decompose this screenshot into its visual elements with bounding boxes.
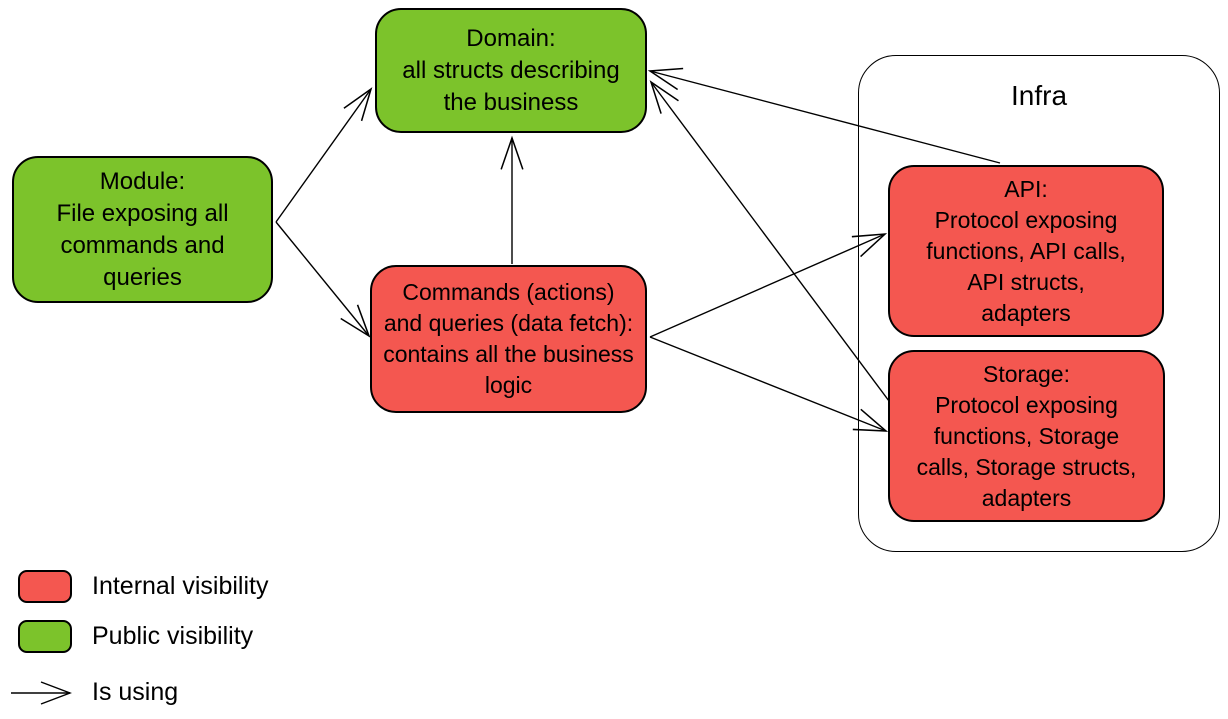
- legend-item-internal: Internal visibility: [18, 570, 268, 603]
- infra-label: Infra: [1010, 80, 1068, 111]
- edge-commands-uses-api: [649, 233, 888, 338]
- is-using-arrow-icon: [11, 680, 72, 705]
- node-module: Module: File exposing all commands and q…: [12, 156, 273, 303]
- legend-item-is-using: Is using: [10, 678, 178, 707]
- edge-module-uses-commands: [275, 221, 371, 338]
- node-api: API: Protocol exposing functions, API ca…: [888, 165, 1164, 337]
- edge-module-uses-domain: [275, 87, 373, 223]
- node-commands-queries: Commands (actions) and queries (data fet…: [370, 265, 647, 413]
- legend-label-is-using: Is using: [92, 678, 179, 706]
- legend-label-internal: Internal visibility: [92, 572, 269, 600]
- legend-label-public: Public visibility: [92, 622, 254, 650]
- edge-storage-uses-domain: [649, 80, 890, 402]
- internal-visibility-swatch: [18, 570, 72, 603]
- public-visibility-swatch: [18, 620, 72, 653]
- edge-commands-uses-storage: [649, 336, 889, 432]
- node-storage: Storage: Protocol exposing functions, St…: [888, 350, 1165, 522]
- legend-item-public: Public visibility: [18, 620, 253, 653]
- node-domain: Domain: all structs describing the busin…: [375, 8, 647, 133]
